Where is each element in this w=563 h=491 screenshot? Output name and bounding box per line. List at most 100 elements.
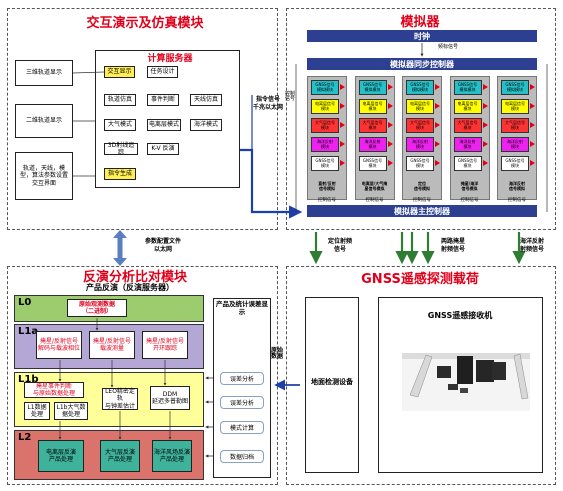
- occultation-signal-label: 两路掩星 射频信号: [440, 238, 465, 253]
- layer-l2-label: L2: [18, 432, 32, 443]
- module-atmosphere: 大气模式: [104, 119, 136, 131]
- channel-arrow-icon: [387, 160, 393, 166]
- channel-block: 大气层信号 模块: [453, 118, 482, 133]
- channel-block: GNSS信号 模拟模块: [406, 80, 434, 95]
- payload-title: GNSS遥感探测载荷: [361, 272, 479, 287]
- channel-arrow-icon: [340, 160, 345, 166]
- channel-arrow-icon: [530, 122, 535, 128]
- l1a-box-3: 掩星/反射信号 开环跟踪: [142, 331, 188, 359]
- module-antenna-sim: 天线仿真: [190, 94, 222, 106]
- channel-arrow-icon: [435, 160, 440, 166]
- channel-arrow-icon: [530, 141, 535, 147]
- channel-block: GNSS信号 模块: [311, 156, 339, 171]
- stats-panel: [213, 298, 271, 478]
- module-orbit-sim: 轨道仿真: [104, 94, 136, 106]
- channel-arrow-icon: [340, 122, 345, 128]
- channel-arrow-icon: [340, 103, 345, 109]
- receiver-title: GNSS遥感接收机: [427, 311, 493, 320]
- layer-l1a-label: L1a: [18, 326, 39, 337]
- stats-btn-1[interactable]: 误差分析: [220, 372, 264, 385]
- command-link-label: 指令信号 千兆以太网: [252, 96, 283, 111]
- channel-bottom-label: 定位 信号模拟: [414, 181, 430, 191]
- channel-block: 大气层信号 模块: [358, 118, 387, 133]
- channel-block: 电离层信号 模块: [453, 99, 482, 114]
- stats-btn-4[interactable]: 数据归档: [220, 450, 264, 463]
- left-box-3d-orbit: 三维轨道显示: [15, 60, 73, 86]
- stats-btn-3[interactable]: 模式计算: [220, 421, 264, 434]
- module-ionosphere: 电离层模式: [147, 119, 181, 131]
- l1b-box-1: 掩星事件判断 与原始数据处理: [24, 382, 84, 398]
- channel-arrow-icon: [435, 122, 440, 128]
- channel-block: GNSS信号 模块: [406, 156, 434, 171]
- channel-block: GNSS信号 模拟模块: [358, 80, 387, 95]
- channel-block: GNSS信号 模块: [501, 156, 529, 171]
- ground-equipment-box: [305, 297, 359, 473]
- positioning-signal-label: 定位射频 信号: [327, 238, 352, 253]
- raw-data-label: 原始数据: [271, 347, 284, 361]
- channel-block: 电离层信号 模块: [406, 99, 434, 114]
- channel-arrow-icon: [435, 141, 440, 147]
- channel-arrow-icon: [482, 160, 488, 166]
- control-signal-label: 控制信号: [508, 198, 526, 203]
- interactive-module-title: 交互演示及仿真模块: [86, 16, 204, 31]
- channel-block: 大气层信号 模块: [311, 118, 339, 133]
- l1b-sub-2: L1b大气数据处理: [54, 402, 88, 420]
- ocean-signal-label: 海洋反射 射频信号: [519, 238, 544, 253]
- module-ocean: 海洋模式: [190, 119, 222, 131]
- l1a-box-2: 掩星/反射信号 载波测量: [89, 331, 135, 359]
- channel-bottom-label: 掩星/海洋 信号模拟: [460, 181, 479, 191]
- module-task-design: 任务设计: [147, 66, 178, 78]
- channel-arrow-icon: [530, 160, 535, 166]
- channel-arrow-icon: [482, 84, 488, 90]
- channel-bottom-label: 直射/反射 信号模拟: [318, 181, 336, 191]
- channel-block: GNSS信号 模拟模块: [311, 80, 339, 95]
- sync-controller: 模拟器同步控制器: [307, 58, 537, 70]
- channel-arrow-icon: [482, 103, 488, 109]
- module-command-gen: 指令生成: [104, 168, 136, 180]
- control-signal-label: 控制信号: [460, 198, 479, 203]
- channel-block: 大气层信号 模块: [501, 118, 529, 133]
- layer-l1b-label: L1b: [18, 374, 39, 385]
- simulator-clock: 时钟: [307, 30, 537, 42]
- stats-btn-2[interactable]: 误差分析: [220, 396, 264, 409]
- retrieval-module-title: 反演分析比对模块: [82, 270, 187, 285]
- l1b-box-2: LEO精密定轨 与钟差估计: [102, 388, 138, 410]
- l0-raw-data: 原始观测数据 （二进制）: [67, 299, 127, 317]
- channel-arrow-icon: [530, 84, 535, 90]
- module-interactive-display: 交互显示: [104, 66, 135, 78]
- channel-arrow-icon: [340, 141, 345, 147]
- channel-arrow-icon: [387, 103, 393, 109]
- control-signal-label: 控制信号: [413, 198, 431, 203]
- channel-block: GNSS信号 模块: [453, 156, 482, 171]
- compute-server-title: 计算服务器: [147, 54, 193, 64]
- channel-block: 电离层信号 模块: [311, 99, 339, 114]
- left-box-param-ui: 轨道，天线，模型，算法参数设置交互界面: [15, 152, 73, 200]
- l1b-box-3: DDM 延迟多普勒图: [150, 386, 190, 410]
- channel-block: 大气层信号 模块: [406, 118, 434, 133]
- l2-ocean-wind-product: 海洋风场反演 产品处理: [152, 440, 192, 472]
- channel-arrow-icon: [387, 141, 393, 147]
- channel-arrow-icon: [340, 84, 345, 90]
- simulator-title: 模拟器: [400, 15, 440, 30]
- main-controller: 模拟器主控制器: [307, 205, 537, 217]
- channel-bottom-label: 海洋反射 信号模拟: [509, 181, 525, 191]
- channel-block: 海洋反射 模块: [311, 137, 339, 152]
- channel-block: GNSS信号 模块: [358, 156, 387, 171]
- l1a-box-1: 掩星/反射信号 解码与载波相位: [36, 331, 82, 359]
- channel-block: 海洋反射 模块: [453, 137, 482, 152]
- channel-block: 电离层信号 模块: [358, 99, 387, 114]
- channel-bottom-label: 电离层/大气掩 星信号模拟: [361, 181, 388, 191]
- channel-arrow-icon: [482, 141, 488, 147]
- layer-l0-label: L0: [18, 297, 32, 308]
- left-box-2d-orbit: 二维轨道显示: [15, 104, 73, 138]
- ground-equipment-label: 地面检测设备: [311, 378, 353, 386]
- control-signal-label: 控制信号: [318, 198, 336, 203]
- module-3d-raytrace: 3D射线追踪: [104, 142, 138, 156]
- channel-arrow-icon: [387, 122, 393, 128]
- module-kv-inversion: K-V 反演: [147, 143, 179, 155]
- channel-arrow-icon: [387, 84, 393, 90]
- clock-signal-label: 频标信号: [437, 44, 458, 50]
- module-event-judge: 事件判断: [147, 94, 179, 106]
- channel-block: 电离层信号 模块: [501, 99, 529, 114]
